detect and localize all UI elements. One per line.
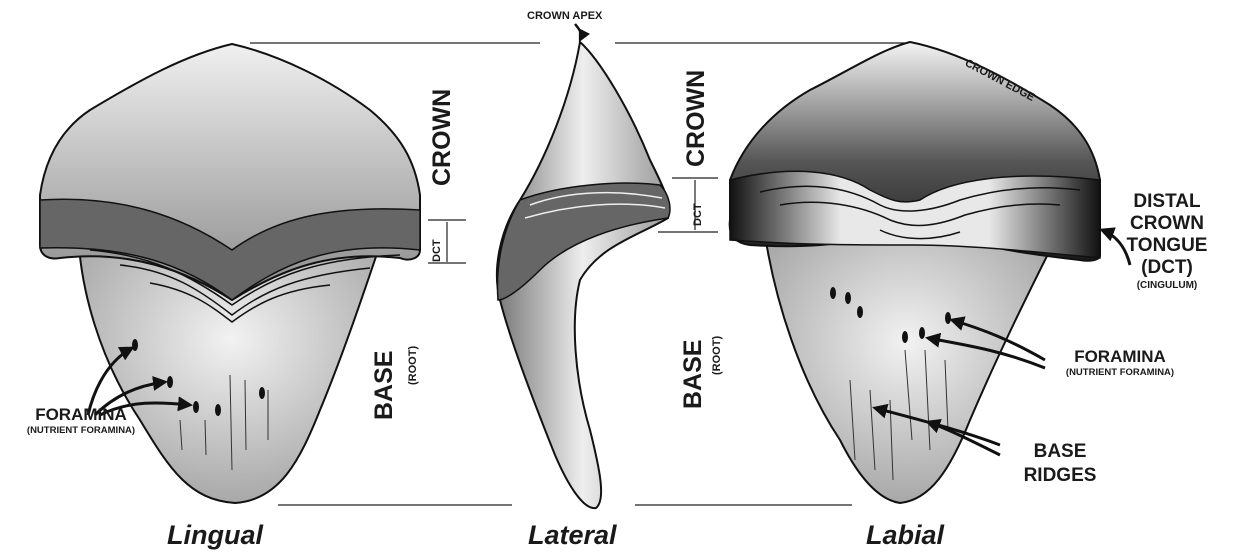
foramina-left-sub: (NUTRIENT FORAMINA) bbox=[11, 426, 151, 436]
root-label-left: (ROOT) bbox=[408, 346, 419, 385]
foramina-right-text: FORAMINA bbox=[1050, 348, 1190, 365]
labial-tooth bbox=[730, 42, 1130, 503]
base-ridges-line-1: BASE bbox=[1005, 440, 1115, 464]
dct-right-line-1: DISTAL bbox=[1112, 191, 1222, 213]
foramina-label-right: FORAMINA (NUTRIENT FORAMINA) bbox=[1050, 348, 1190, 378]
foramina-label-left: FORAMINA (NUTRIENT FORAMINA) bbox=[11, 406, 151, 436]
foramina-left-text: FORAMINA bbox=[11, 406, 151, 423]
view-label-lateral: Lateral bbox=[528, 522, 617, 549]
dct-label-mid: DCT bbox=[693, 203, 704, 226]
crown-label-left: CROWN bbox=[430, 89, 455, 186]
base-ridges-label: BASE RIDGES bbox=[1005, 440, 1115, 488]
crown-apex-pointer bbox=[575, 24, 581, 40]
dct-label-left: DCT bbox=[432, 239, 443, 262]
view-label-labial: Labial bbox=[866, 522, 944, 549]
lateral-tooth bbox=[497, 24, 670, 508]
dct-right-line-2: CROWN bbox=[1112, 213, 1222, 235]
foramina-right-sub: (NUTRIENT FORAMINA) bbox=[1050, 368, 1190, 378]
cingulum-label: (CINGULUM) bbox=[1112, 279, 1222, 293]
crown-apex-label: CROWN APEX bbox=[527, 11, 602, 22]
dct-right-line-4: (DCT) bbox=[1112, 257, 1222, 279]
lateral-dct bbox=[497, 183, 669, 300]
dct-right-line-3: TONGUE bbox=[1112, 235, 1222, 257]
base-ridges-line-2: RIDGES bbox=[1005, 464, 1115, 488]
base-label-left: BASE bbox=[372, 351, 397, 420]
dct-label-right: DISTAL CROWN TONGUE (DCT) (CINGULUM) bbox=[1112, 191, 1222, 293]
crown-label-mid: CROWN bbox=[684, 70, 709, 167]
view-label-lingual: Lingual bbox=[167, 522, 263, 549]
root-label-mid: (ROOT) bbox=[712, 336, 723, 375]
base-label-mid: BASE bbox=[681, 340, 706, 409]
